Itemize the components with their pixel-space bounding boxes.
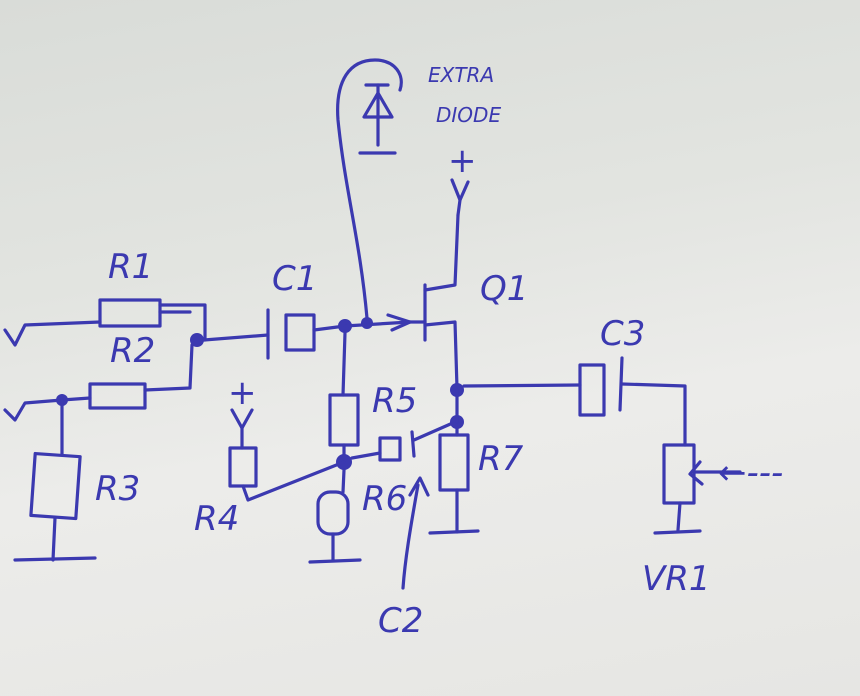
resistor-r6 <box>308 468 362 564</box>
transistor-q1 <box>386 213 460 390</box>
label-c1: C1 <box>272 259 317 299</box>
resistor-r7 <box>428 426 480 535</box>
resistor-r5 <box>328 331 360 460</box>
label-plus-supply: + <box>448 141 477 181</box>
label-diode: DIODE <box>436 103 501 127</box>
label-plus-r4: + <box>228 373 257 413</box>
potentiometer-vr1 <box>653 443 742 535</box>
input-wire-top <box>3 320 102 347</box>
label-q1: Q1 <box>480 269 528 309</box>
base-junction <box>338 317 412 333</box>
resistor-r2 <box>88 343 194 410</box>
label-extra: EXTRA <box>428 63 494 87</box>
label-r2: R2 <box>110 331 155 371</box>
resistor-r3 <box>13 398 97 562</box>
label-r1: R1 <box>108 247 153 287</box>
label-c2: C2 <box>378 601 423 641</box>
label-r6: R6 <box>362 479 407 519</box>
label-c3: C3 <box>600 314 645 354</box>
capacitor-c3 <box>578 356 687 447</box>
resistor-r1 <box>98 298 207 342</box>
supply-arrow <box>450 178 470 217</box>
junction-r1-r2 <box>190 333 270 347</box>
label-r3: R3 <box>95 469 140 509</box>
extra-diode-loop <box>336 58 403 320</box>
label-r5: R5 <box>372 381 417 421</box>
capacitor-c1 <box>266 308 347 360</box>
label-vr1: VR1 <box>642 559 711 599</box>
label-r4: R4 <box>194 499 239 539</box>
label-pot-arrow: ←--- <box>718 453 783 493</box>
input-wire-bottom <box>3 396 92 422</box>
label-r7: R7 <box>478 439 524 479</box>
extra-diode <box>358 83 397 155</box>
resistor-r4 <box>228 408 346 502</box>
capacitor-c2 <box>350 420 457 590</box>
emitter-junction <box>450 383 582 429</box>
